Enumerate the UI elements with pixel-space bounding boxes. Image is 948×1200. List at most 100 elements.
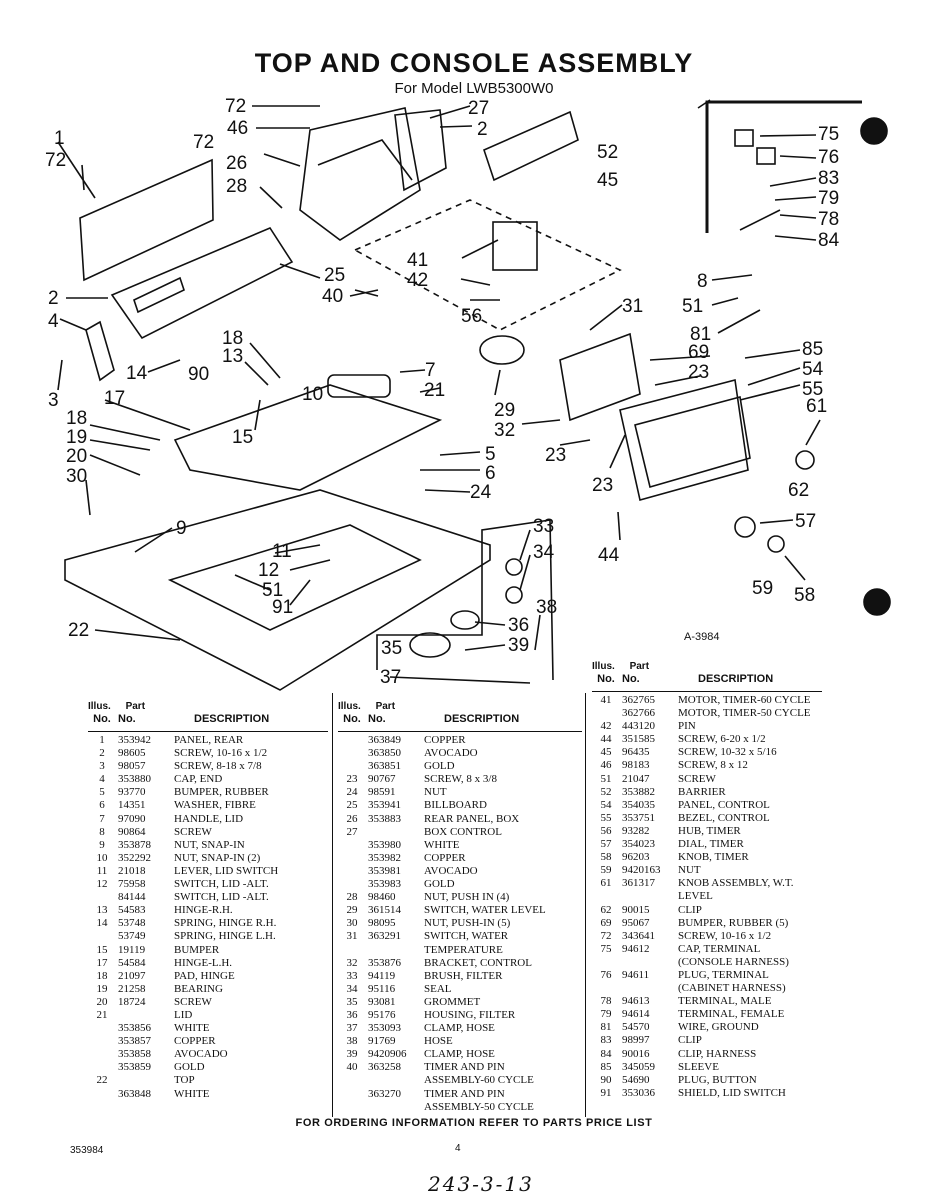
callout-51: 51 xyxy=(682,296,703,317)
part-no: 98057 xyxy=(118,760,146,773)
description: SWITCH, LID -ALT. xyxy=(174,891,269,904)
description: CAP, TERMINAL xyxy=(678,942,761,955)
filter-housing-drawing xyxy=(409,632,451,658)
description: SCREW xyxy=(174,825,212,838)
part-no: 95067 xyxy=(622,916,650,929)
callout-17: 17 xyxy=(104,388,125,409)
description: PLUG, TERMINAL xyxy=(678,968,769,981)
description: WIRE, GROUND xyxy=(678,1021,759,1034)
callout-76: 76 xyxy=(818,147,839,168)
part-no: 362766 xyxy=(622,707,655,720)
illus-no: 39 xyxy=(346,1048,358,1061)
description: BEZEL, CONTROL xyxy=(678,811,770,824)
callout-29: 29 xyxy=(494,400,515,421)
description: SPRING, HINGE R.H. xyxy=(174,917,277,930)
illus-no: 32 xyxy=(346,956,358,969)
description: LEVER, LID SWITCH xyxy=(174,864,279,877)
callout-26: 26 xyxy=(226,153,247,174)
description: COPPER xyxy=(174,1035,216,1048)
callout-61: 61 xyxy=(806,396,827,417)
callout-5: 5 xyxy=(485,444,496,465)
description: COPPER xyxy=(424,851,466,864)
callout-41: 41 xyxy=(407,250,428,271)
callout-8: 8 xyxy=(697,271,708,292)
part-no: 353883 xyxy=(368,812,401,825)
description: BUMPER, RUBBER (5) xyxy=(678,916,789,929)
illus-no: 19 xyxy=(96,982,108,995)
callout-85: 85 xyxy=(802,339,823,360)
part-no: 353983 xyxy=(368,878,401,891)
description: WHITE xyxy=(174,1087,210,1100)
illus-no: 56 xyxy=(600,824,612,837)
part-no: 363258 xyxy=(368,1061,401,1074)
callout-labels: 1 2 2 3 4 5 6 7 8 9 10 11 12 13 14 15 17… xyxy=(45,96,840,688)
description: GOLD xyxy=(174,1061,205,1074)
control-panel-drawing xyxy=(619,379,749,501)
illus-no: 6 xyxy=(99,799,105,812)
part-no: 353036 xyxy=(622,1086,655,1099)
illus-no: 30 xyxy=(346,917,358,930)
description: CLAMP, HOSE xyxy=(424,1022,495,1035)
part-no: 18724 xyxy=(118,995,146,1008)
part-no: 90015 xyxy=(622,903,650,916)
lid-drawing xyxy=(173,384,443,491)
rear-panel-drawing xyxy=(79,158,214,282)
table-row: (CABINET HARNESS) xyxy=(592,982,822,995)
description: BUMPER, RUBBER xyxy=(174,786,269,799)
part-no: 90864 xyxy=(118,825,146,838)
callout-20: 20 xyxy=(66,446,87,467)
illus-no: 90 xyxy=(600,1073,612,1086)
callout-55: 55 xyxy=(802,379,823,400)
illus-no: 29 xyxy=(346,904,358,917)
description: NUT xyxy=(424,786,447,799)
part-no: 354023 xyxy=(622,838,655,851)
description: HOSE xyxy=(424,1035,453,1048)
part-no: 94612 xyxy=(622,942,650,955)
callout-39: 39 xyxy=(508,635,529,656)
illus-no: 20 xyxy=(96,995,108,1008)
illus-no: 1 xyxy=(99,734,105,746)
illus-no: 5 xyxy=(99,786,105,799)
illus-no: 38 xyxy=(346,1035,358,1048)
description: SCREW xyxy=(678,772,716,785)
description: BILLBOARD xyxy=(424,799,487,812)
table-header-line1: Illus. Part xyxy=(338,701,396,712)
part-no: 98591 xyxy=(368,786,396,799)
part-no: 95176 xyxy=(368,1008,396,1021)
timer-assembly-outline xyxy=(353,199,622,331)
part-no: 21018 xyxy=(118,864,146,877)
part-no: 21047 xyxy=(622,772,650,785)
description: BRACKET, CONTROL xyxy=(424,956,532,969)
description: GROMMET xyxy=(424,995,481,1008)
part-no: 353941 xyxy=(368,799,401,812)
part-no: 362765 xyxy=(622,694,655,706)
timer-dial-drawing xyxy=(734,516,756,538)
control-box-inner xyxy=(317,139,413,181)
part-no: 98460 xyxy=(368,891,396,904)
part-no: 353857 xyxy=(118,1035,151,1048)
illus-no: 23 xyxy=(346,773,358,786)
callout-81: 81 xyxy=(690,324,711,345)
illus-no: 91 xyxy=(600,1086,612,1099)
part-no: 353880 xyxy=(118,773,151,786)
part-no: 90767 xyxy=(368,773,396,786)
part-no: 363291 xyxy=(368,930,401,943)
illus-no: 17 xyxy=(96,956,108,969)
billboard-window xyxy=(133,276,185,314)
exploded-parts-diagram: 1 2 2 3 4 5 6 7 8 9 10 11 12 13 14 15 17… xyxy=(45,96,891,691)
callout-31: 31 xyxy=(622,296,643,317)
